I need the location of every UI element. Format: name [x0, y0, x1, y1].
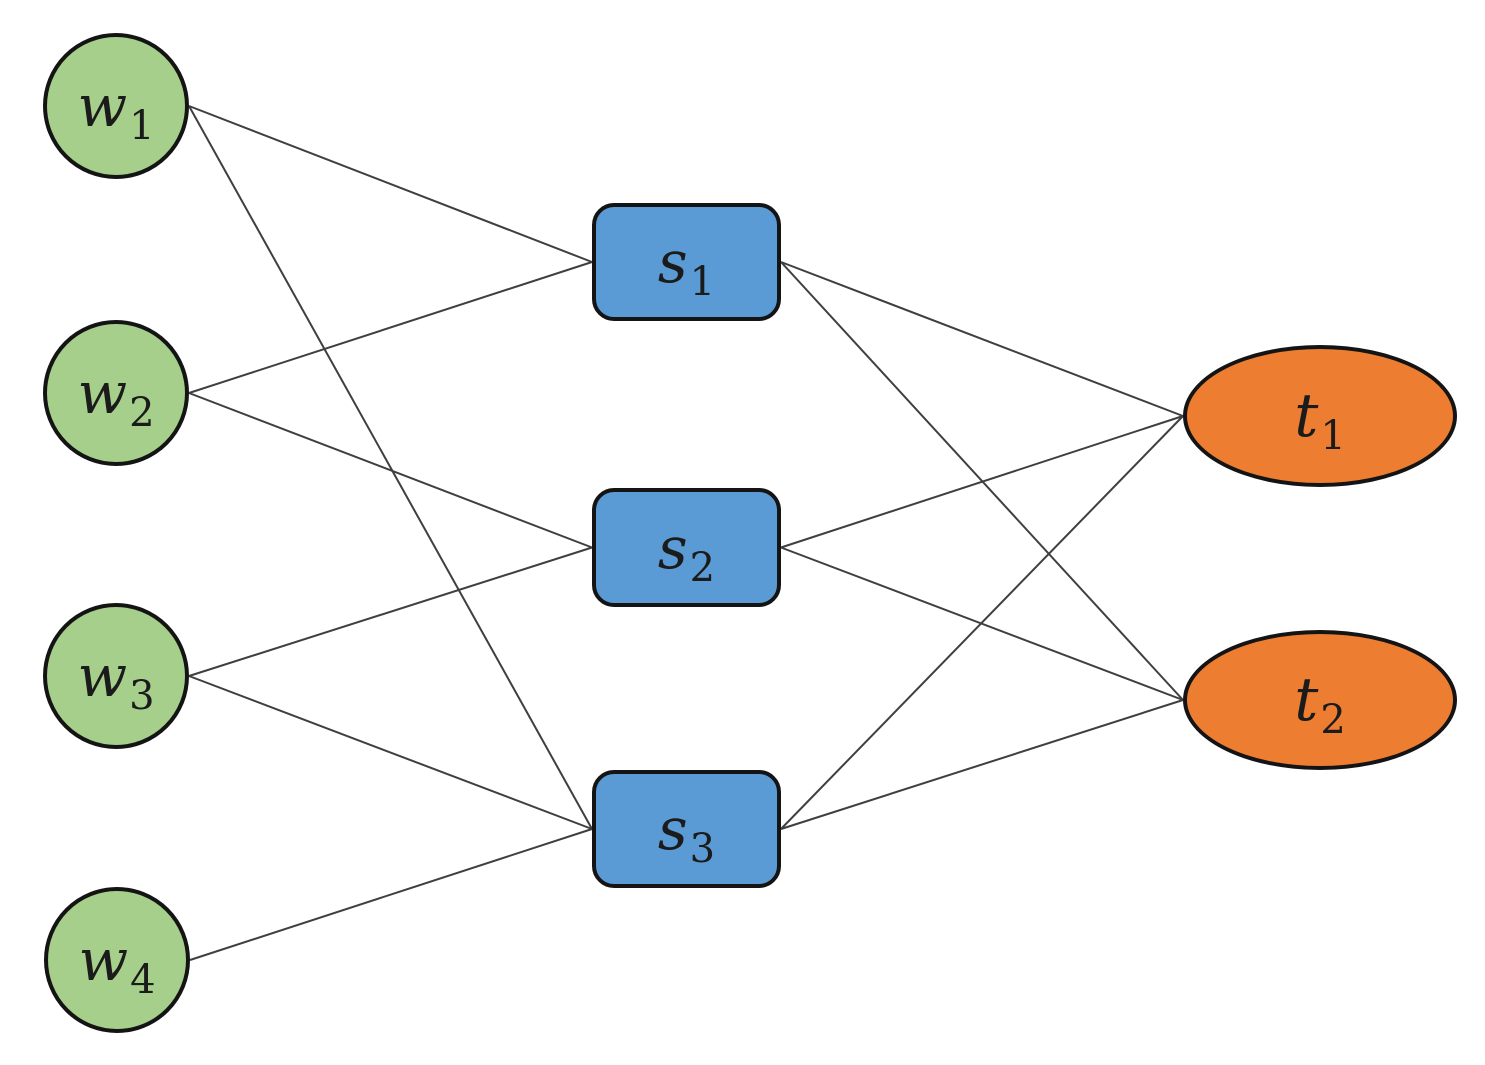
- node-w3: w3: [43, 603, 189, 749]
- edge-s1-t1: [780, 261, 1184, 417]
- node-s1-label: s1: [657, 228, 716, 305]
- node-w3-label: w3: [77, 642, 155, 719]
- node-s1: s1: [592, 203, 781, 321]
- node-w1-label: w1: [77, 72, 155, 149]
- node-s2-label: s2: [657, 513, 716, 591]
- node-t1-label: t1: [1294, 381, 1346, 459]
- edge-w1-s1: [188, 105, 593, 263]
- node-t2-label: t2: [1294, 665, 1346, 743]
- edge-w1-s3: [188, 105, 593, 830]
- edge-w2-s2: [188, 392, 593, 549]
- node-t2: t2: [1183, 630, 1457, 770]
- edge-w3-s2: [188, 546, 593, 677]
- node-w4-label: w4: [78, 926, 156, 1003]
- edge-w2-s1: [188, 261, 593, 394]
- edge-w4-s3: [189, 828, 593, 961]
- edge-s3-t2: [780, 699, 1184, 830]
- node-w1: w1: [43, 33, 189, 179]
- node-s3: s3: [592, 770, 781, 888]
- edge-s3-t1: [780, 415, 1184, 830]
- edge-s2-t1: [780, 415, 1184, 549]
- node-s2: s2: [592, 488, 781, 607]
- node-s3-label: s3: [657, 795, 716, 872]
- node-w4: w4: [44, 887, 190, 1033]
- edge-w3-s3: [188, 675, 593, 830]
- node-w2: w2: [43, 320, 189, 466]
- node-t1: t1: [1183, 345, 1457, 487]
- node-w2-label: w2: [77, 359, 155, 436]
